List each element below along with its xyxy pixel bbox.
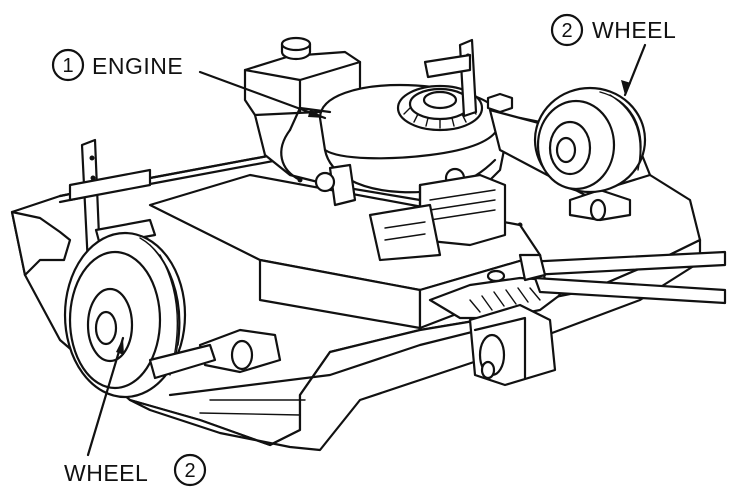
left-height-lever xyxy=(148,328,282,380)
callout-wheel-right-number: 2 xyxy=(561,20,572,42)
callout-wheel-left-label: WHEEL xyxy=(64,460,148,486)
right-wheel xyxy=(533,86,647,194)
callout-engine-number: 1 xyxy=(62,55,73,77)
left-wheel xyxy=(63,231,187,399)
callout-wheel-right: 2 WHEEL xyxy=(550,13,676,97)
engine xyxy=(243,36,514,262)
callout-wheel-right-label: WHEEL xyxy=(592,17,676,43)
callout-engine: 1 ENGINE xyxy=(51,48,327,120)
callout-wheel-left-number: 2 xyxy=(184,460,195,482)
callout-wheel-left: WHEEL 2 xyxy=(64,336,207,487)
front-spindle xyxy=(468,303,557,387)
callout-engine-label: ENGINE xyxy=(92,53,183,79)
handle-bar xyxy=(518,250,727,305)
